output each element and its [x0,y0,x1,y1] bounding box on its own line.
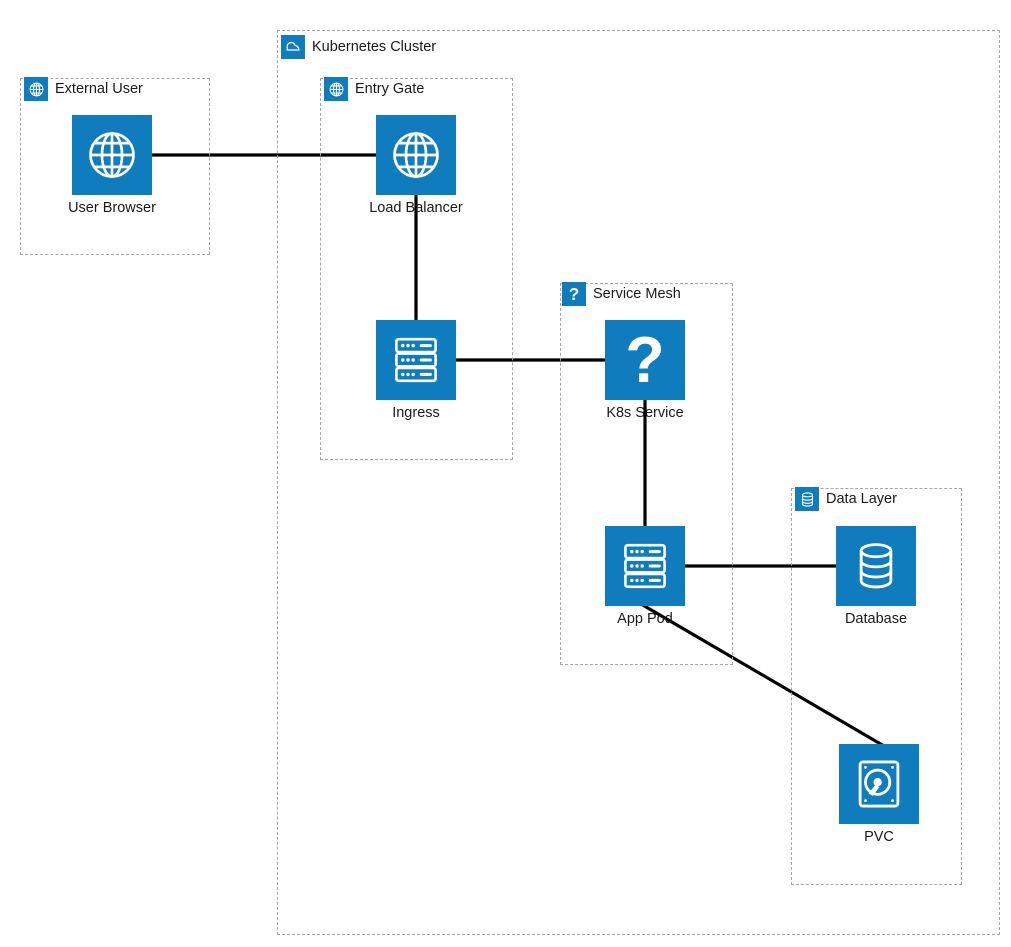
group-header-service-mesh[interactable]: ? Service Mesh [562,282,681,306]
group-header-kubernetes-cluster[interactable]: Kubernetes Cluster [281,35,436,59]
node-label-load-balancer: Load Balancer [369,200,463,216]
node-ingress[interactable]: Ingress [376,320,456,421]
globe-icon [324,77,348,101]
database-icon [849,539,903,593]
svg-text:?: ? [625,329,664,391]
server-icon [390,334,442,386]
node-icon-box [839,744,919,824]
group-label-entry-gate: Entry Gate [355,80,425,97]
group-label-kubernetes-cluster: Kubernetes Cluster [312,38,437,55]
node-icon-box [376,115,456,195]
svg-text:?: ? [569,284,580,304]
globe-icon [84,127,140,183]
node-icon-box [376,320,456,400]
disk-icon [852,757,906,811]
node-label-user-browser: User Browser [68,200,156,216]
node-label-ingress: Ingress [392,405,440,421]
question-icon: ? [562,282,586,306]
group-entry-gate[interactable] [320,78,513,460]
node-icon-box: ? [605,320,685,400]
group-label-external-user: External User [55,80,143,97]
cloud-icon [281,35,305,59]
node-icon-box [605,526,685,606]
node-user-browser[interactable]: User Browser [68,115,156,216]
node-pvc[interactable]: PVC [839,744,919,845]
node-label-app-pod: App Pod [617,611,673,627]
database-icon [795,487,819,511]
node-icon-box [72,115,152,195]
node-app-pod[interactable]: App Pod [605,526,685,627]
group-header-data-layer[interactable]: Data Layer [795,487,897,511]
group-kubernetes-cluster[interactable] [277,30,1000,935]
node-label-k8s-service: K8s Service [606,405,684,421]
node-label-database: Database [844,611,908,627]
group-external-user[interactable] [20,78,210,255]
group-label-service-mesh: Service Mesh [593,285,681,302]
question-icon: ? [614,329,676,391]
node-icon-box [836,526,916,606]
node-k8s-service[interactable]: ? K8s Service [605,320,685,421]
group-label-data-layer: Data Layer [826,490,897,507]
group-data-layer[interactable] [791,488,962,885]
server-icon [619,540,671,592]
node-label-pvc: PVC [864,829,894,845]
group-header-entry-gate[interactable]: Entry Gate [324,77,424,101]
group-header-external-user[interactable]: External User [24,77,143,101]
node-database[interactable]: Database [836,526,916,627]
node-load-balancer[interactable]: Load Balancer [369,115,463,216]
globe-icon [388,127,444,183]
group-service-mesh[interactable] [560,283,733,665]
globe-icon [24,77,48,101]
